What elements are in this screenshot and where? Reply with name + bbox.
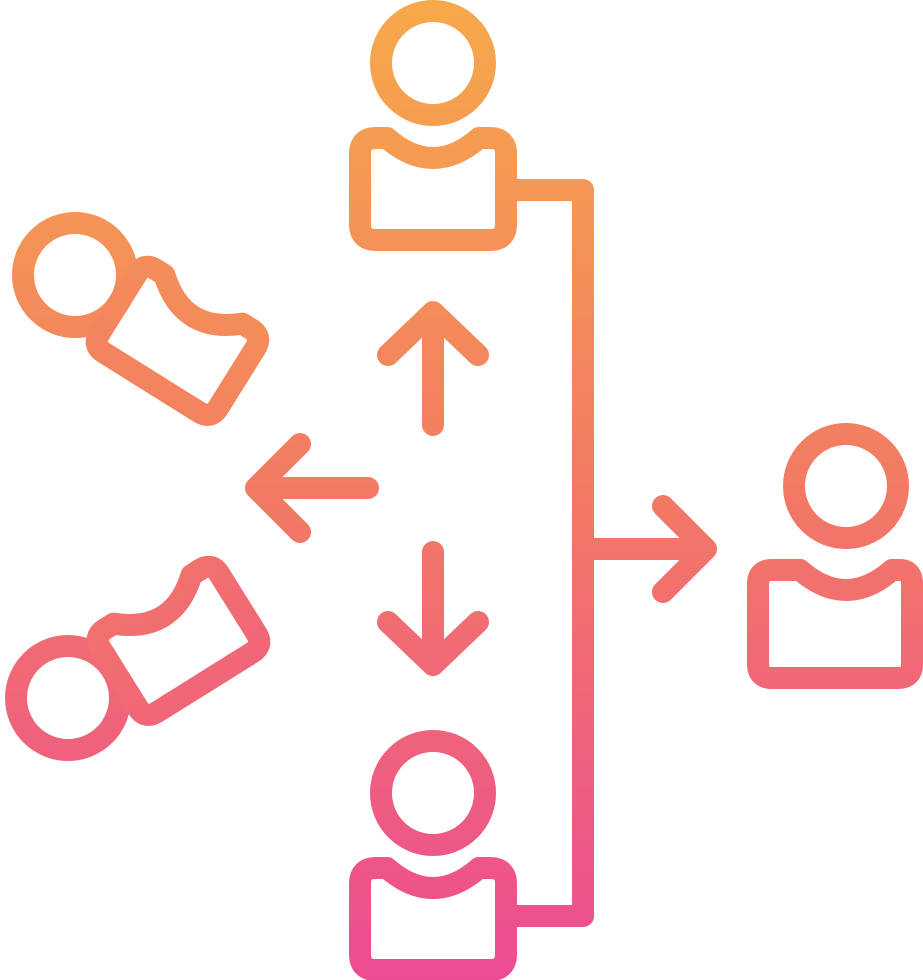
left-arrow-icon [245, 433, 379, 543]
bottom-person-icon [349, 730, 517, 980]
right-person-icon [747, 423, 923, 689]
lower-left-person-icon [5, 555, 271, 761]
down-arrow-icon [377, 541, 489, 676]
top-person-icon [349, 0, 517, 251]
up-arrow-icon [377, 301, 489, 436]
right-arrow-icon [572, 495, 717, 603]
connector-bracket-icon [495, 179, 594, 927]
upper-left-person-icon [12, 212, 270, 426]
